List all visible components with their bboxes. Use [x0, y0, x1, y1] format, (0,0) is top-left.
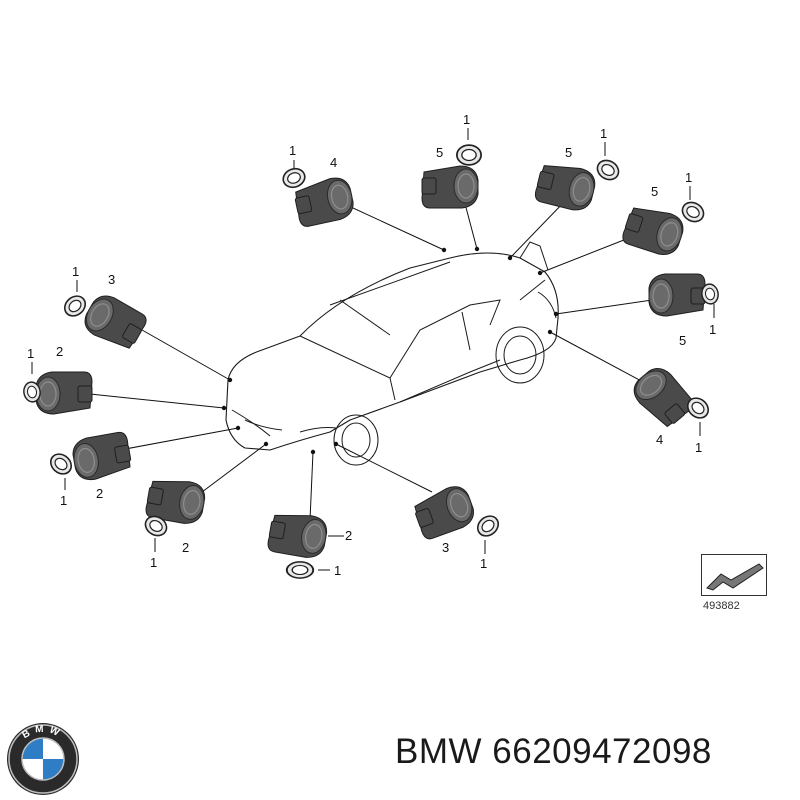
callout-ring-2: 1: [463, 112, 470, 127]
sensor-top-center: [421, 165, 479, 209]
callout-part-top-right-b: 5: [651, 184, 658, 199]
sensor-left-lower: [69, 430, 134, 483]
callout-ring-11: 1: [480, 556, 487, 571]
sensor-top-right-b: [620, 201, 688, 260]
ring-12: [285, 560, 315, 580]
part-number-label: BMW 66209472098: [395, 732, 712, 771]
ring-9: [45, 449, 77, 479]
callout-ring-8: 1: [695, 440, 702, 455]
callout-ring-7: 1: [709, 322, 716, 337]
callout-labels: 1 1 1 1 1 1 1 1 1 1 1 1 4 5 5 5 5 4 3 2 …: [27, 112, 716, 578]
callout-ring-5: 1: [72, 264, 79, 279]
car-outline: [225, 241, 559, 466]
leader-lines: [31, 128, 715, 571]
bmw-logo: BMW: [7, 723, 79, 795]
sensor-left-upper: [78, 289, 150, 355]
ring-2: [456, 144, 482, 166]
sensor-left-middle: [35, 371, 93, 415]
arrow-icon: [706, 563, 764, 591]
reference-number: 493882: [703, 600, 740, 612]
sensor-top-right-a: [532, 158, 599, 215]
callout-ring-3: 1: [600, 126, 607, 141]
ring-3: [593, 155, 623, 185]
callout-part-right-upper: 5: [679, 333, 686, 348]
sensor-bottom-right: [410, 481, 479, 542]
callout-part-bottom-right: 3: [442, 540, 449, 555]
ring-4: [678, 197, 708, 227]
sensor-right-lower: [627, 361, 697, 433]
sensor-bottom-center: [266, 508, 330, 561]
callout-ring-9: 1: [60, 493, 67, 508]
callout-ring-6: 1: [27, 346, 34, 361]
callout-part-left-upper: 3: [108, 272, 115, 287]
ring-5: [59, 291, 91, 321]
callout-part-bottom-center: 2: [345, 528, 352, 543]
sensor-right-upper: [648, 273, 706, 317]
callout-ring-12: 1: [334, 563, 341, 578]
callout-ring-1: 1: [289, 143, 296, 158]
callout-ring-10: 1: [150, 555, 157, 570]
callout-part-top-center: 5: [436, 145, 443, 160]
callout-part-left-lower: 2: [96, 486, 103, 501]
callout-part-bottom-left: 2: [182, 540, 189, 555]
callout-part-top-left: 4: [330, 155, 337, 170]
callout-part-right-lower: 4: [656, 432, 663, 447]
ring-1: [279, 164, 309, 192]
callout-part-left-middle: 2: [56, 344, 63, 359]
callout-ring-4: 1: [685, 170, 692, 185]
reference-symbol-box: [701, 554, 767, 596]
ring-11: [472, 511, 504, 541]
callout-part-top-right-a: 5: [565, 145, 572, 160]
